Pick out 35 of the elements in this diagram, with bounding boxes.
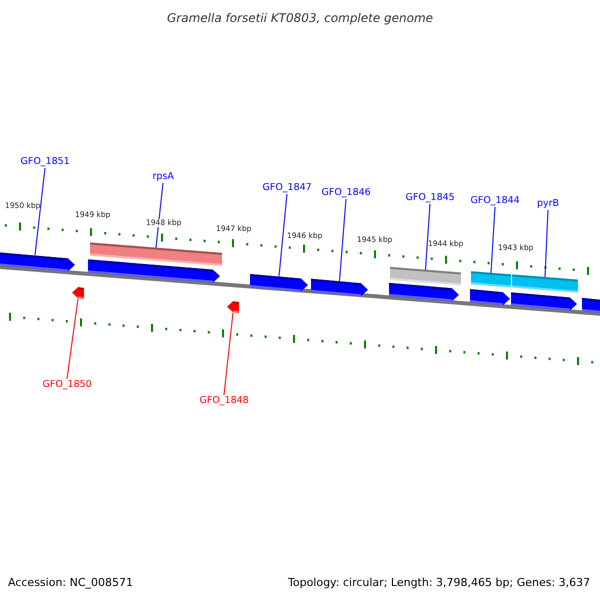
leader-line <box>490 206 496 274</box>
leader-line <box>224 312 234 396</box>
gene-feature <box>72 287 84 300</box>
gene-feature <box>310 278 368 296</box>
gene-bar <box>90 242 222 266</box>
gene-feature <box>470 289 510 306</box>
gene-feature <box>582 298 600 314</box>
gene-feature <box>510 292 577 310</box>
leader-line <box>544 210 548 278</box>
genome-info-note: Topology: circular; Length: 3,798,465 bp; Genes: 3,637 <box>288 576 590 588</box>
gene-label: pyrB <box>537 199 560 208</box>
leader-line <box>278 194 288 277</box>
leader-line <box>425 204 430 270</box>
gene-bar <box>470 271 512 288</box>
gene-label: GFO_1845 <box>406 193 455 202</box>
gene-label: rpsA <box>152 172 174 182</box>
gene-feature <box>250 274 308 292</box>
gene-label: GFO_1847 <box>262 183 312 192</box>
gene-feature <box>388 282 459 302</box>
gene-feature <box>88 259 220 283</box>
gene-label: GFO_1844 <box>470 196 520 206</box>
leader-line <box>339 198 346 282</box>
gene-bar <box>512 274 578 293</box>
leader-line <box>66 298 78 380</box>
gene-label: GFO_1846 <box>322 188 371 198</box>
gene-label: GFO_1851 <box>20 157 70 166</box>
leader-line <box>156 182 164 248</box>
gene-label: GFO_1848 <box>200 396 249 406</box>
gene-feature <box>227 301 240 314</box>
leader-line <box>34 168 46 256</box>
accession-note: Accession: NC_008571 <box>8 576 134 588</box>
gene-feature <box>0 252 75 272</box>
gene-bar <box>390 266 462 286</box>
diagram-title: Gramella forsetii KT0803, complete genome <box>167 12 434 24</box>
gene-label: GFO_1850 <box>42 380 92 390</box>
